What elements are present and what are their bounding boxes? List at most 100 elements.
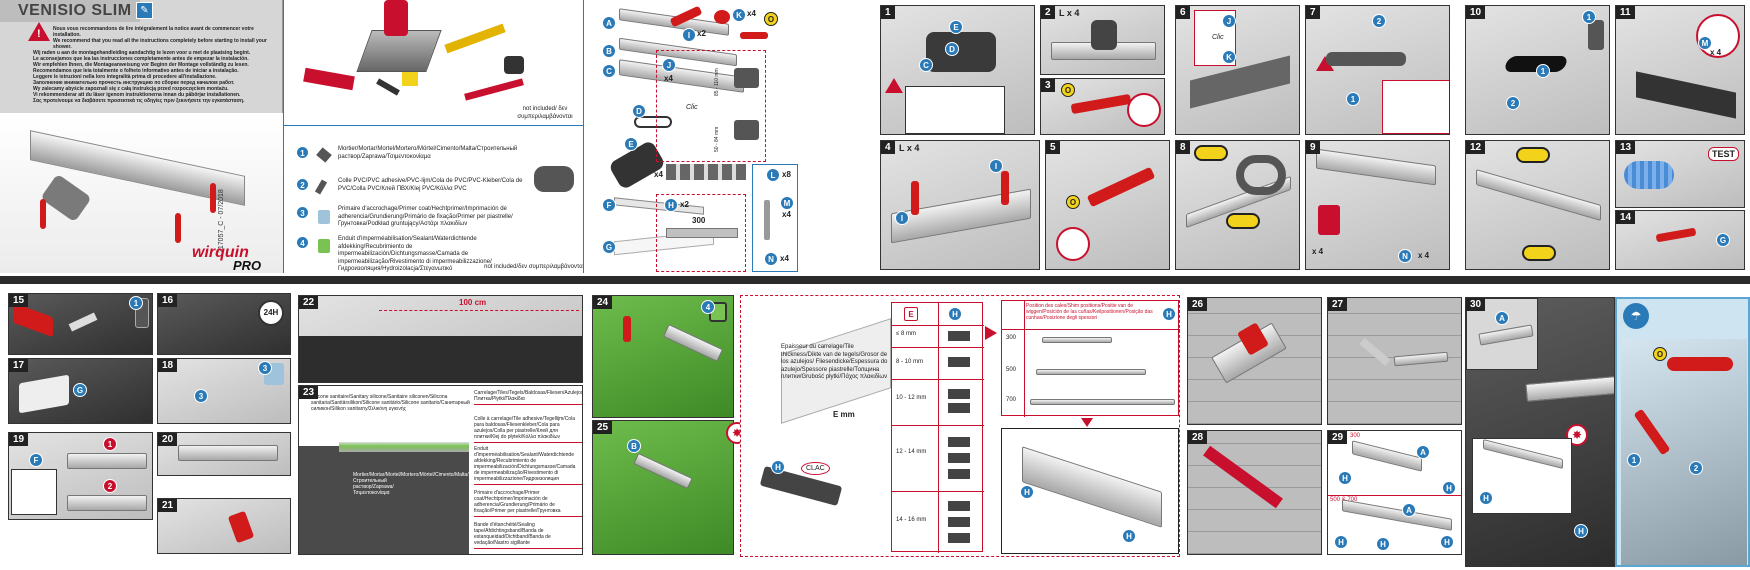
part-j-foot-1	[734, 68, 759, 88]
table-divider-vertical	[938, 303, 939, 553]
screw-icon	[764, 200, 770, 240]
layer-label: Colle à carrelage/Tile adhesive/Tegellij…	[474, 416, 582, 443]
part-label-i: I	[895, 211, 909, 225]
step-3: 3 O	[1040, 78, 1165, 135]
number-2-icon: 2	[1372, 14, 1386, 28]
step-19: 19 F 1 2	[8, 432, 153, 520]
layer-label: Carrelage/Tiles/Tegels/Baldosas/Fliesen/…	[474, 390, 582, 405]
material-row: 4 Enduit d'imperméabilisation/Sealant/Wa…	[296, 236, 528, 272]
part-h-length: 300	[692, 216, 706, 225]
step-number: 16	[158, 294, 178, 307]
step-22: 22 100 cm	[298, 295, 583, 383]
warning-line: Le aconsejamos que lea las instrucciones…	[33, 56, 249, 62]
material-row: 1 Mortier/Mortar/Mortel/Mortero/Mörtel/C…	[296, 146, 528, 174]
chart-divider	[1002, 329, 1180, 330]
step-31: ☂ O 1 2	[1615, 297, 1750, 567]
parts-panel: A B C D E F G I x2 K x4 O J x4 Clic 85 -…	[583, 0, 878, 273]
part-label-d: D	[945, 42, 959, 56]
layer-legend: Carrelage/Tiles/Tegels/Baldosas/Fliesen/…	[474, 390, 582, 554]
outlet-top	[1091, 20, 1117, 50]
wirquin-logo: wirquin	[192, 244, 249, 261]
layer-label: Primaire d'accrochage/Primer coat/Hechtp…	[474, 490, 582, 517]
part-label-g: G	[602, 240, 616, 254]
step-9-note: x 4	[1312, 247, 1324, 256]
step-11: 11 M x 4	[1615, 5, 1745, 135]
number-1-icon: 1	[1536, 64, 1550, 78]
step-number: 4	[881, 141, 895, 154]
material-text: Enduit d'imperméabilisation/Sealant/Wate…	[338, 236, 492, 272]
warning-line: Recomendamos que leia totalmente o folhe…	[33, 68, 239, 74]
sealant-bottle-icon	[1588, 20, 1604, 50]
step-26: 26	[1187, 297, 1322, 425]
part-j-box	[656, 50, 766, 162]
number-2-icon: 2	[103, 479, 117, 493]
step-number: 17	[9, 359, 29, 372]
step-4: 4 L x 4 I I	[880, 140, 1040, 270]
part-spacers	[666, 164, 746, 180]
step-number: 10	[1466, 6, 1486, 19]
number-1-icon: 1	[103, 437, 117, 451]
step-20: 20	[157, 432, 291, 476]
thickness-range: ≤ 8 mm	[896, 331, 916, 337]
channel	[1036, 369, 1146, 375]
slope-dimension: 100 cm	[459, 298, 487, 307]
outlet-assembly	[926, 32, 996, 72]
length-label: 500	[1006, 367, 1017, 373]
warning-line: Vi rekommenderar att du läser igenom ins…	[33, 92, 241, 98]
tape-measure-icon	[504, 56, 524, 74]
pipe	[1326, 52, 1406, 66]
step-number: 28	[1188, 431, 1208, 444]
part-label-d: D	[632, 104, 646, 118]
part-label-m: M	[1698, 36, 1712, 50]
timer-icon: 24H	[258, 300, 284, 326]
spacer-icon	[948, 357, 970, 367]
thickness-range: 10 - 12 mm	[896, 395, 927, 401]
part-j-qty: x4	[664, 74, 673, 83]
level-bubble	[1516, 147, 1550, 163]
step-number: 19	[9, 433, 29, 446]
o-key-tool	[1086, 166, 1156, 208]
layer-label: Bande d'étanchéité/Sealing tape/Afdichti…	[474, 522, 582, 549]
part-label-a: A	[1402, 503, 1416, 517]
part-m-qty: x4	[782, 210, 791, 219]
part-label-h: H	[1162, 307, 1176, 321]
part-h-box	[656, 194, 746, 272]
step-12: 12	[1465, 140, 1610, 270]
part-spacers-qty: x4	[654, 170, 663, 179]
step-number: 29	[1328, 431, 1348, 444]
spacer-icon	[948, 469, 970, 479]
part-label-o: O	[1066, 195, 1080, 209]
part-label-c: C	[602, 64, 616, 78]
tile-thickness-panel: Epaisseur du carrelage/Tile thickness/Di…	[740, 295, 1180, 557]
product-title: VENISIO SLIM	[18, 2, 132, 19]
number-2-icon: 2	[1506, 96, 1520, 110]
number-1-icon: 1	[1346, 92, 1360, 106]
slope-arrow	[379, 310, 579, 311]
part-label-h: H	[1020, 485, 1034, 499]
material-row: 2 Colle PVC/PVC adhesive/PVC-lijm/Cola d…	[296, 178, 528, 206]
product-photo: 217057_C - 07/2018 wirquin PRO	[0, 113, 283, 273]
step-23-mortar: Mortier/Mortar/Mortel/Mortero/Mörtel/Cim…	[353, 472, 469, 496]
tools-not-included: not included/ δεν συμπεριλαμβάνονται	[517, 106, 573, 120]
step-number: 14	[1616, 211, 1636, 224]
step-number: 8	[1176, 141, 1190, 154]
warning-list: Nous vous recommandons de lire intégrale…	[33, 26, 279, 104]
materials-panel: 1 Mortier/Mortar/Mortel/Mortero/Mörtel/C…	[283, 125, 584, 273]
o-key-tool	[1070, 93, 1132, 115]
channel	[1342, 499, 1452, 531]
spacer-icon	[948, 331, 970, 341]
part-lmn-box	[752, 164, 798, 272]
warning-line: Nous vous recommandons de lire intégrale…	[53, 26, 254, 38]
sink-icon	[356, 30, 442, 72]
zoom-circle	[1056, 227, 1090, 261]
sealant-bucket-icon	[318, 239, 330, 253]
section-divider	[0, 276, 1750, 284]
number-3-icon: 3	[194, 389, 208, 403]
step-number: 20	[158, 433, 178, 446]
step-8: 8	[1175, 140, 1300, 270]
channel	[67, 495, 147, 511]
spacer-icon	[948, 517, 970, 527]
warning-line: We recommend that you read all the instr…	[53, 38, 267, 50]
channel-detail	[905, 86, 1005, 134]
book-icon: ✎	[136, 2, 153, 19]
